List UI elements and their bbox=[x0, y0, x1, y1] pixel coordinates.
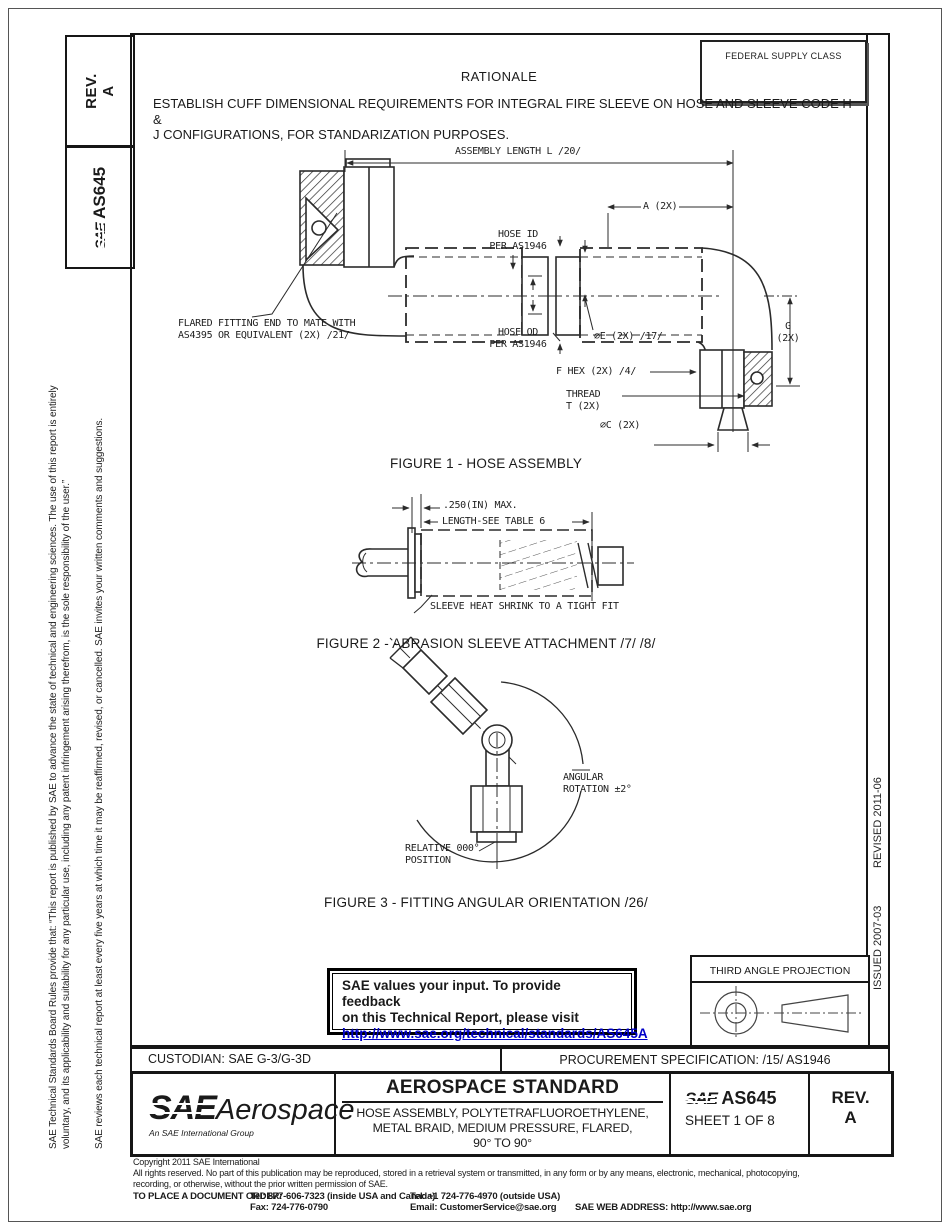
third-angle-projection-box: THIRD ANGLE PROJECTION bbox=[690, 955, 870, 1047]
sae-logo: SAE bbox=[149, 1088, 217, 1127]
email-address: Email: CustomerService@sae.org bbox=[410, 1202, 557, 1213]
disclaimer-text: SAE Technical Standards Board Rules prov… bbox=[47, 386, 73, 1149]
procurement-cell: PROCUREMENT SPECIFICATION: /15/ AS1946 bbox=[559, 1053, 831, 1067]
figure2-caption: FIGURE 2 - ABRASION SLEEVE ATTACHMENT /7… bbox=[316, 636, 656, 651]
revised-date: REVISED 2011-06 bbox=[872, 777, 884, 868]
figure1-caption: FIGURE 1 - HOSE ASSEMBLY bbox=[389, 456, 583, 471]
rights-line1: All rights reserved. No part of this pub… bbox=[133, 1168, 800, 1178]
disclaimer-line2: voluntary, and its applicability and sui… bbox=[61, 479, 72, 1149]
sae-aerospace-logo: SAEAerospace An SAE International Group bbox=[133, 1074, 355, 1154]
review-note-text: SAE reviews each technical report at lea… bbox=[94, 417, 105, 1149]
label-assembly-length: ASSEMBLY LENGTH L /20/ bbox=[455, 146, 581, 157]
rationale-line2: J CONFIGURATIONS, FOR STANDARIZATION PUR… bbox=[153, 127, 510, 142]
federal-supply-class-box: FEDERAL SUPPLY CLASS bbox=[700, 40, 867, 103]
label-hose-id: HOSE ID PER AS1946 bbox=[489, 229, 547, 252]
rev-tab: REV. A bbox=[65, 35, 135, 147]
feedback-box-inner: SAE values your input. To provide feedba… bbox=[332, 973, 648, 1041]
label-hose-od: HOSE OD PER AS1946 bbox=[489, 327, 547, 350]
label-dim-e: ⌀E (2X) /17/ bbox=[594, 331, 663, 342]
custodian-cell: CUSTODIAN: SAE G-3/G-3D bbox=[132, 1049, 502, 1071]
drawing-frame bbox=[130, 33, 890, 1047]
feedback-line1: SAE values your input. To provide feedba… bbox=[342, 978, 561, 1009]
sheet-number: SHEET 1 OF 8 bbox=[685, 1113, 775, 1128]
revision-cell: REV. A bbox=[831, 1088, 870, 1127]
doc-number-text: AS645 bbox=[90, 166, 110, 219]
figure3-caption: FIGURE 3 - FITTING ANGULAR ORIENTATION /… bbox=[324, 895, 648, 910]
title-block: SAEAerospace An SAE International Group … bbox=[130, 1071, 894, 1157]
tel-inside: Tel: 877-606-7323 (inside USA and Canada… bbox=[250, 1191, 436, 1202]
right-strip-divider bbox=[866, 33, 868, 1047]
label-thread: THREAD T (2X) bbox=[566, 389, 601, 412]
page-border bbox=[8, 8, 942, 1222]
doc-number-tab: SAE AS645 bbox=[65, 146, 135, 269]
label-250-max: .250(IN) MAX. bbox=[443, 500, 518, 511]
label-dim-c: ⌀C (2X) bbox=[600, 420, 641, 431]
label-flared-fitting: FLARED FITTING END TO MATE WITH AS4395 O… bbox=[178, 318, 356, 341]
copyright-line: Copyright 2011 SAE International bbox=[133, 1157, 260, 1167]
label-f-hex: F HEX (2X) /4/ bbox=[556, 366, 637, 377]
issued-date: ISSUED 2007-03 bbox=[872, 905, 884, 990]
aerospace-standard-heading: AEROSPACE STANDARD bbox=[385, 1077, 620, 1098]
tel-outside: Tel: +1 724-776-4970 (outside USA) bbox=[410, 1191, 561, 1202]
sae-logo-small: SAE bbox=[92, 222, 109, 249]
label-dim-a: A (2X) bbox=[641, 201, 680, 213]
figures-line-art bbox=[251, 150, 800, 869]
label-length-table6: LENGTH-SEE TABLE 6 bbox=[442, 516, 545, 527]
aerospace-logo-text: Aerospace bbox=[215, 1093, 355, 1126]
rationale-line1: ESTABLISH CUFF DIMENSIONAL REQUIREMENTS … bbox=[153, 96, 852, 127]
disclaimer-line1: SAE Technical Standards Board Rules prov… bbox=[48, 385, 59, 1149]
feedback-box: SAE values your input. To provide feedba… bbox=[327, 968, 648, 1041]
standard-subtitle-1: HOSE ASSEMBLY, POLYTETRAFLUOROETHYLENE, bbox=[356, 1106, 649, 1120]
feedback-line2: on this Technical Report, please visit bbox=[342, 1010, 579, 1025]
third-angle-projection-title: THIRD ANGLE PROJECTION bbox=[692, 957, 868, 983]
rationale-heading: RATIONALE bbox=[460, 69, 538, 84]
title-divider bbox=[342, 1101, 663, 1103]
standard-title-cell: AEROSPACE STANDARD HOSE ASSEMBLY, POLYTE… bbox=[336, 1074, 671, 1154]
logo-subtitle: An SAE International Group bbox=[149, 1127, 254, 1138]
order-label: TO PLACE A DOCUMENT ORDER: bbox=[133, 1191, 283, 1202]
label-dim-g: G (2X) bbox=[776, 321, 800, 344]
fax-number: Fax: 724-776-0790 bbox=[250, 1202, 328, 1213]
standard-subtitle-2: METAL BRAID, MEDIUM PRESSURE, FLARED, bbox=[372, 1121, 633, 1135]
document-number-cell: SAE AS645 SHEET 1 OF 8 bbox=[671, 1074, 810, 1154]
web-address: SAE WEB ADDRESS: http://www.sae.org bbox=[575, 1202, 752, 1213]
label-angular-rotation: ANGULAR ROTATION ±2° bbox=[563, 772, 632, 795]
third-angle-projection-symbol bbox=[700, 986, 862, 1040]
feedback-link[interactable]: http://www.sae.org/technical/standards/A… bbox=[342, 1026, 648, 1041]
standard-subtitle-3: 90° TO 90° bbox=[473, 1136, 532, 1150]
sae-logo-doc: SAE bbox=[685, 1089, 718, 1108]
doc-number-tab-label: SAE AS645 bbox=[90, 166, 110, 248]
label-relative-position: RELATIVE 000° POSITION bbox=[405, 843, 480, 866]
rights-line2: recording, or otherwise, without the pri… bbox=[133, 1179, 388, 1189]
label-sleeve-heat-shrink: SLEEVE HEAT SHRINK TO A TIGHT FIT bbox=[430, 601, 619, 612]
rev-tab-label: REV. A bbox=[82, 73, 117, 109]
rationale-text: ESTABLISH CUFF DIMENSIONAL REQUIREMENTS … bbox=[153, 96, 863, 143]
custodian-row: CUSTODIAN: SAE G-3/G-3D PROCUREMENT SPEC… bbox=[130, 1047, 890, 1073]
document-number: AS645 bbox=[721, 1088, 777, 1108]
